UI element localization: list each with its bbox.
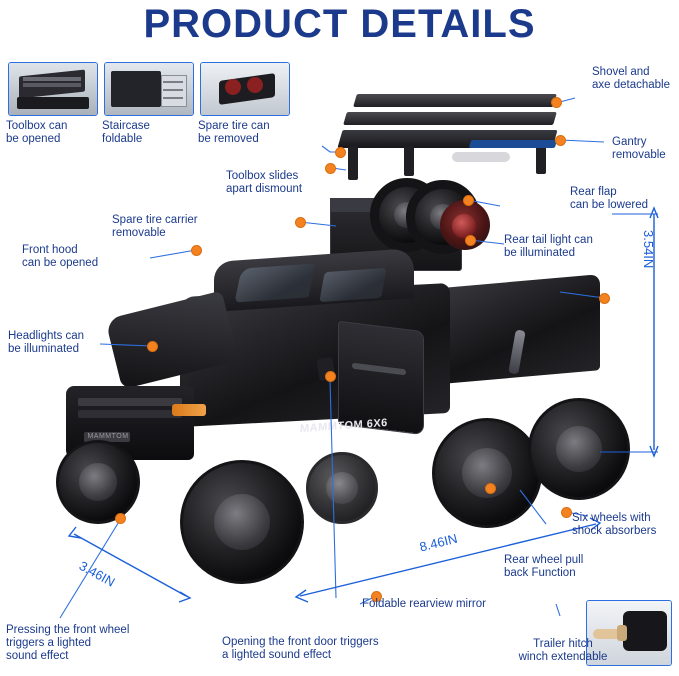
anchor-dot-rear-top [600, 294, 609, 303]
axe-handle [468, 140, 558, 148]
thumbnail-caption-staircase: Staircase foldable [102, 120, 150, 145]
tail-light-lens [452, 214, 476, 238]
side-window [319, 267, 387, 303]
windshield [234, 263, 316, 303]
callout-toolbox-slides: Toolbox slides apart dismount [226, 170, 303, 195]
thumbnail-spare-tire-removed[interactable] [200, 62, 290, 116]
callout-rear-flap: Rear flap can be lowered [570, 186, 648, 211]
anchor-dot-rear-wheel-pull-back [486, 484, 495, 493]
callout-front-hood: Front hood can be opened [22, 244, 99, 269]
anchor-dot-mirror [372, 592, 381, 601]
thumbnail-caption-toolbox: Toolbox can be opened [6, 120, 68, 145]
callout-six-wheels: Six wheels with shock absorbers [572, 512, 657, 537]
callout-rear-wheel-pull-back: Rear wheel pull back Function [504, 554, 584, 579]
anchor-dot-headlights [148, 342, 157, 351]
thumbnail-trailer-hitch-winch[interactable] [586, 600, 672, 666]
gantry-rail-top [353, 94, 557, 107]
front-badge [84, 432, 130, 442]
wheel-front-right [56, 440, 140, 524]
callout-headlights: Headlights can be illuminated [8, 330, 85, 355]
anchor-dot-toolbox-slides [336, 148, 345, 157]
callout-rear-tail-light: Rear tail light can be illuminated [504, 234, 593, 259]
callout-front-door-sound: Opening the front door triggers a lighte… [222, 636, 379, 661]
wheel-mid [432, 418, 542, 528]
callout-front-wheel-sound: Pressing the front wheel triggers a ligh… [6, 624, 130, 662]
wheel-front-left [180, 460, 304, 584]
callout-gantry: Gantry removable [612, 136, 666, 161]
anchor-dot-front-wheel [116, 514, 125, 523]
headlight-right [172, 404, 206, 416]
thumbnail-caption-trailer-hitch: Trailer hitch winch extendable [518, 638, 608, 663]
anchor-dot-toolbox-slides-2 [326, 164, 335, 173]
dimension-length: 8.46IN [418, 530, 459, 555]
gantry-leg-left [348, 146, 358, 180]
grille-slat-1 [78, 398, 182, 406]
shovel [452, 152, 510, 162]
thumbnail-caption-spare-tire: Spare tire can be removed [198, 120, 270, 145]
wheel-rear [528, 398, 630, 500]
gantry-leg-left2 [404, 146, 414, 176]
callout-shovel-axe: Shovel and axe detachable [592, 66, 671, 91]
gantry-rail-mid [343, 112, 557, 125]
callout-spare-tire-carrier: Spare tire carrier removable [112, 214, 198, 239]
grille-slat-2 [78, 410, 182, 418]
anchor-dot-shovel-axe [552, 98, 561, 107]
gantry-leg-right [536, 144, 546, 174]
anchor-dot-tail-light [466, 236, 475, 245]
page-title: PRODUCT DETAILS [143, 2, 536, 46]
anchor-dot-gantry [556, 136, 565, 145]
wheel-inner-left [306, 452, 378, 524]
anchor-dot-front-door [326, 372, 335, 381]
anchor-dot-front-hood [192, 246, 201, 255]
thumbnail-staircase-foldable[interactable] [104, 62, 194, 116]
anchor-dot-rear-flap [464, 196, 473, 205]
dimension-width: 3.46IN [76, 558, 118, 590]
anchor-dot-spare-tire-carrier [296, 218, 305, 227]
callout-foldable-mirror: Foldable rearview mirror [362, 598, 486, 610]
dimension-height: 3.54IN [641, 230, 656, 269]
thumbnail-toolbox-opened[interactable] [8, 62, 98, 116]
anchor-dot-six-wheels [562, 508, 571, 517]
